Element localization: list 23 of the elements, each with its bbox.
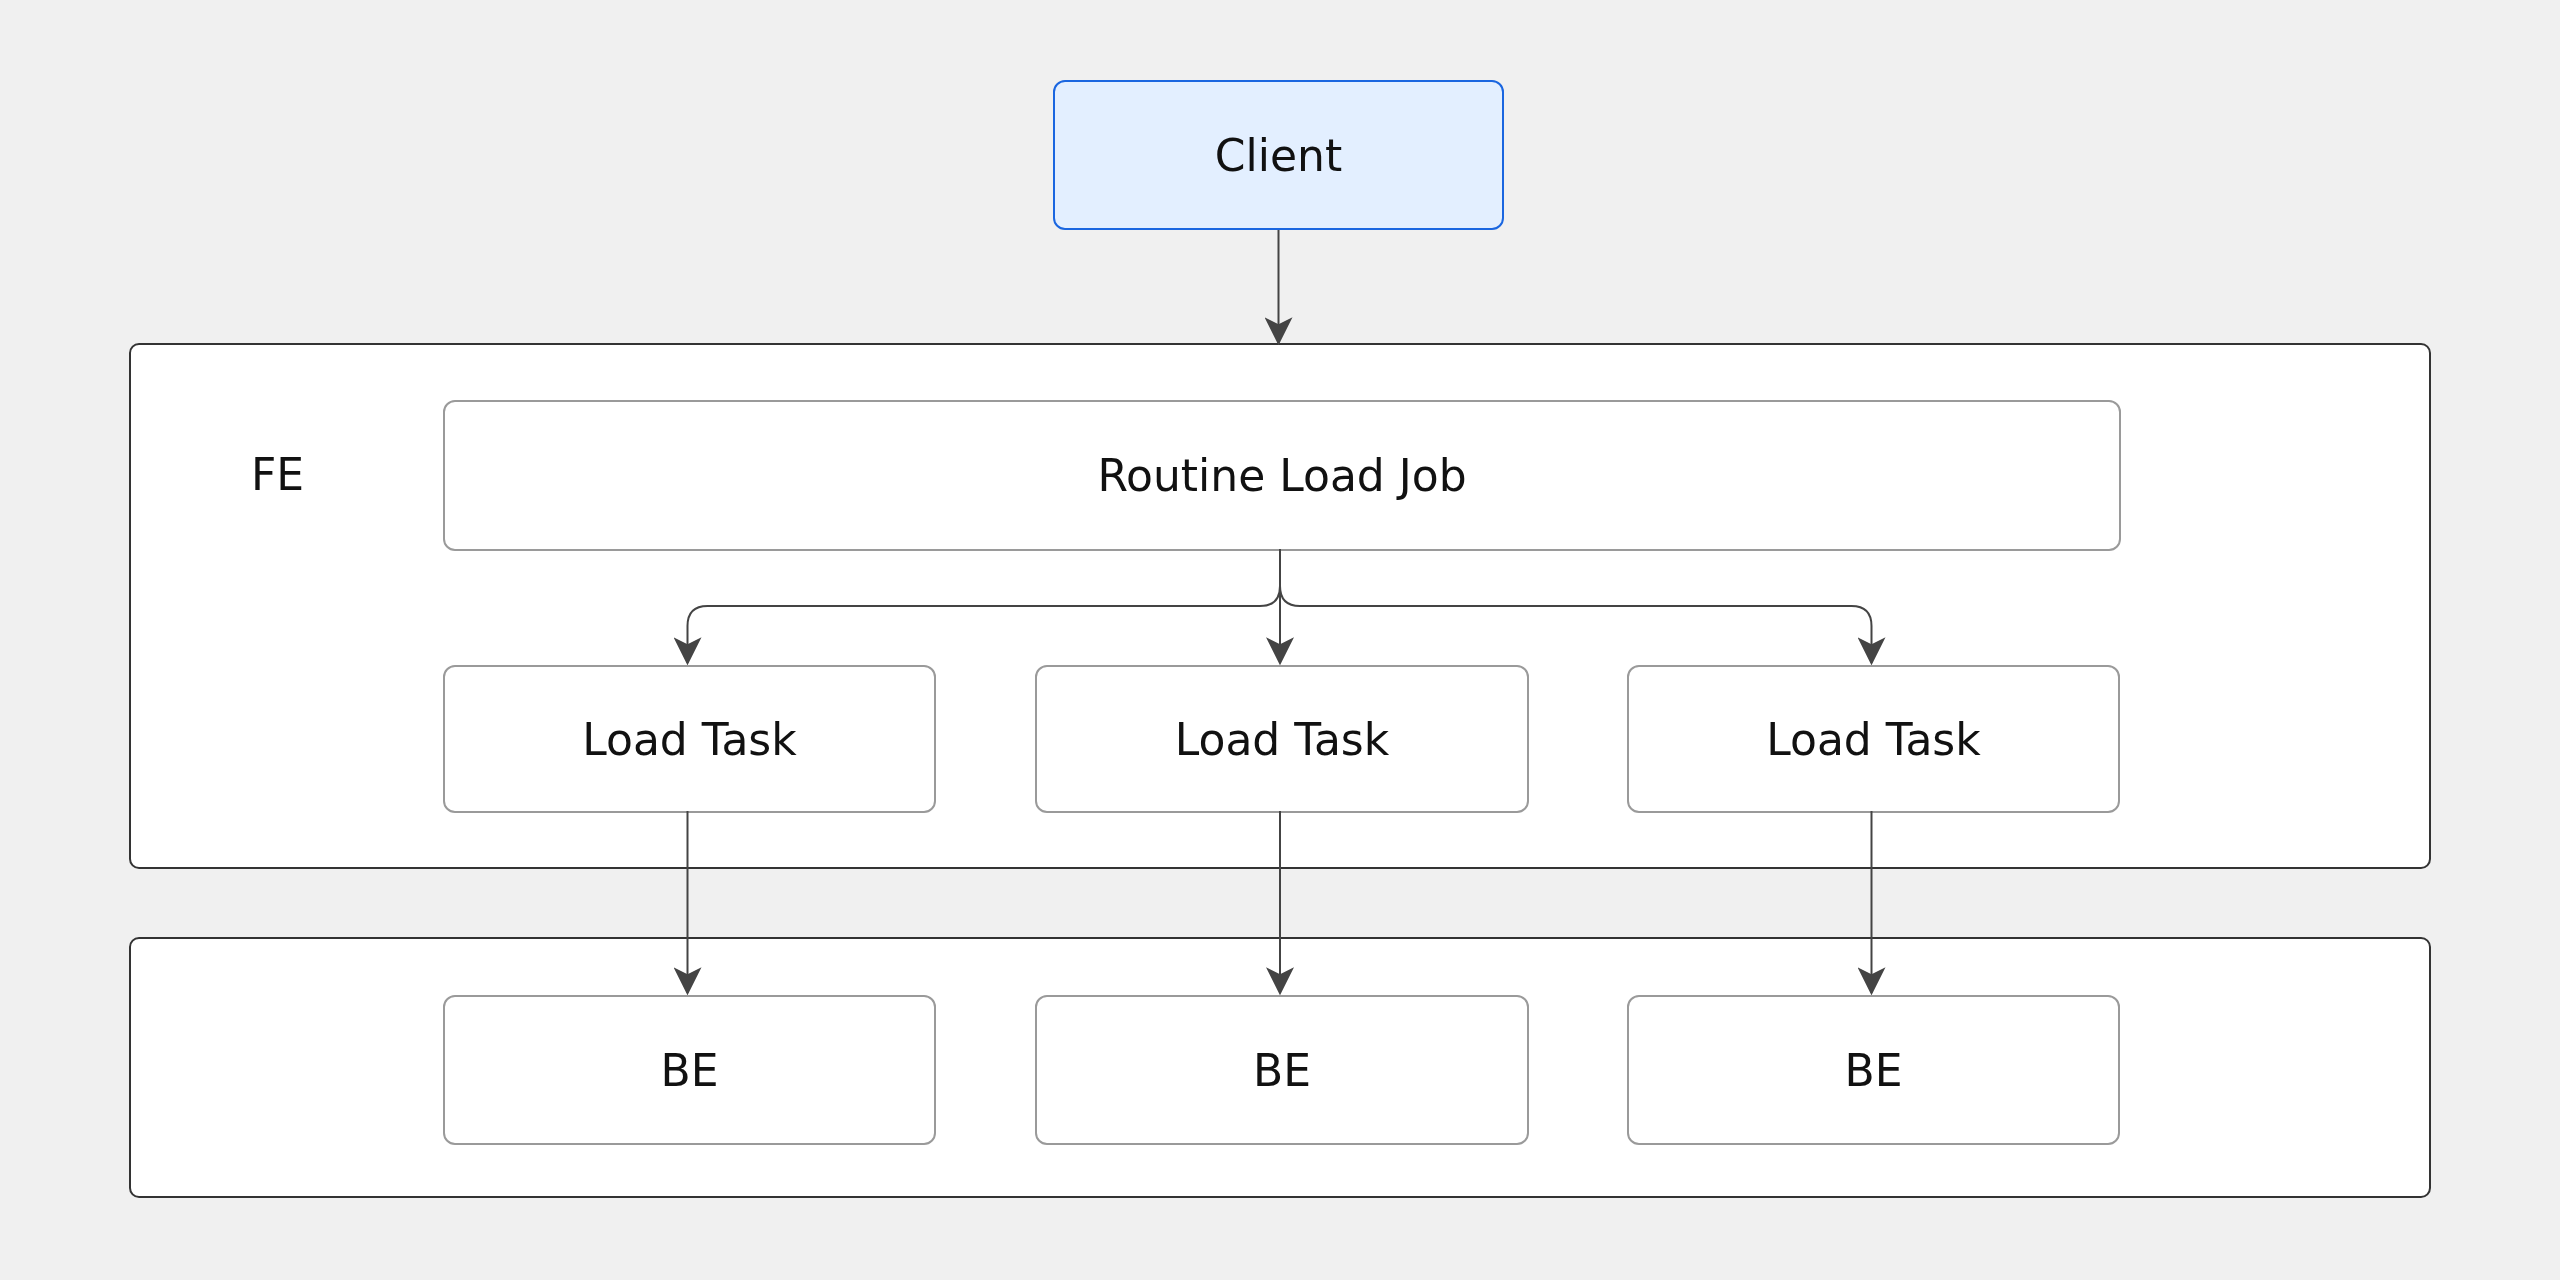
node-label: Client <box>1214 129 1343 181</box>
group-box <box>129 343 2431 869</box>
arrow <box>1264 229 1293 346</box>
process-box <box>1053 80 1504 230</box>
node-label: FE <box>251 449 305 500</box>
arrow <box>1266 810 1294 996</box>
node-label: Routine Load Job <box>1097 450 1467 501</box>
process-box <box>1627 665 2120 813</box>
arrow <box>673 810 702 996</box>
process-box <box>443 400 2121 551</box>
arrow <box>1857 810 1886 996</box>
process-box <box>443 995 936 1145</box>
node-label: Load Task <box>582 713 797 765</box>
node-label: Load Task <box>1174 713 1390 765</box>
node-label: BE <box>1844 1044 1903 1096</box>
process-box <box>1627 995 2120 1145</box>
process-box <box>1035 665 1529 813</box>
process-box <box>443 665 936 813</box>
group-box <box>129 937 2431 1198</box>
node-label: BE <box>1253 1044 1311 1096</box>
process-box <box>1035 995 1529 1145</box>
node-label: Load Task <box>1766 713 1981 765</box>
node-label: BE <box>660 1044 719 1096</box>
